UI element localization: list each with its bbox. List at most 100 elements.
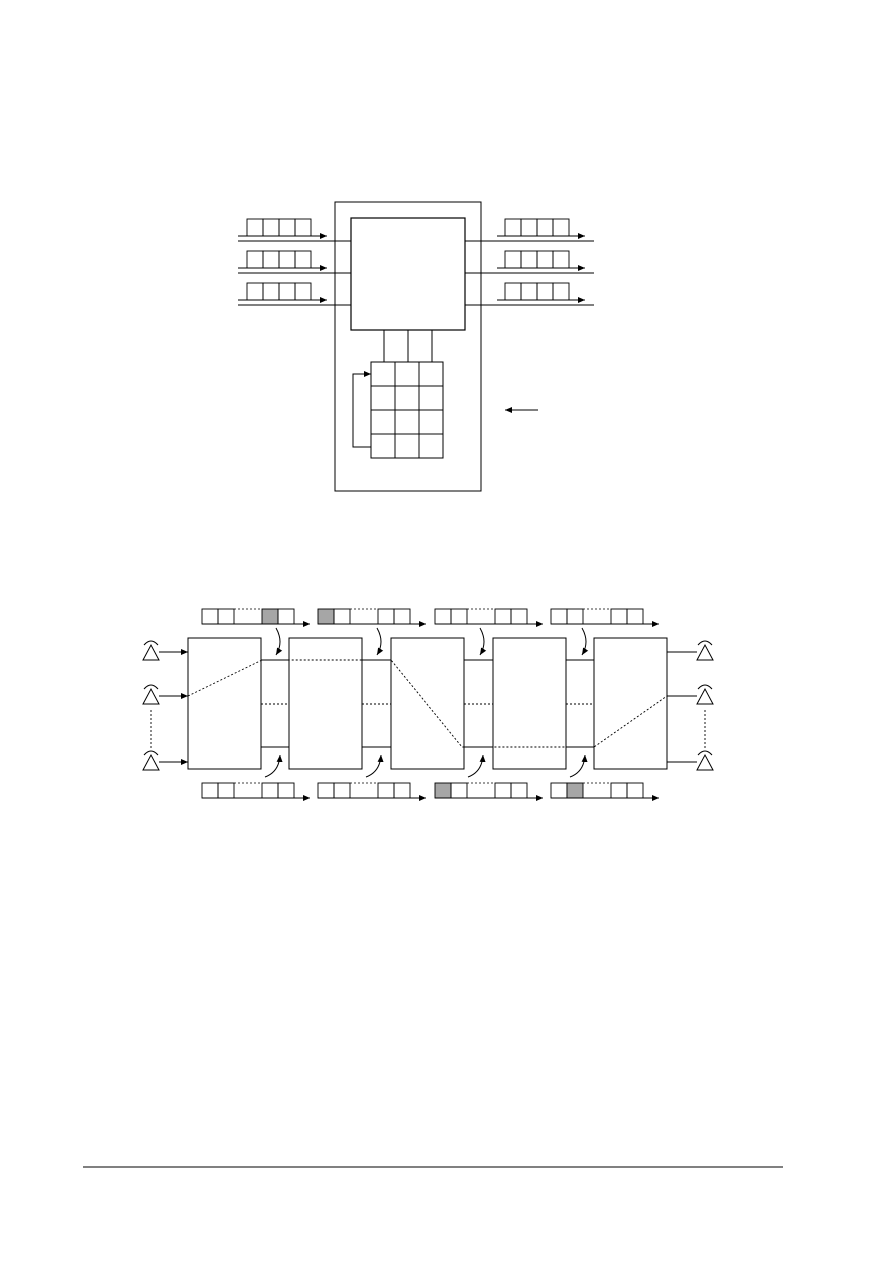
- queue-cell: [550, 782, 568, 799]
- queue-cell: [246, 282, 264, 301]
- top-queues: [201, 608, 659, 627]
- queue-cell: [536, 282, 554, 301]
- queue-cell: [393, 608, 411, 625]
- antenna-arc: [697, 750, 713, 756]
- curved-arrow-up: [467, 754, 486, 778]
- antenna-triangle: [696, 643, 714, 661]
- queue-cell: [393, 782, 411, 799]
- queue-cell: [317, 782, 335, 799]
- bottom-queues: [201, 782, 659, 801]
- curved-arrow-up: [569, 754, 588, 778]
- antenna-icon: [696, 684, 714, 705]
- antenna-arc: [697, 684, 713, 690]
- relay-node: [390, 637, 465, 770]
- figure-2-multihop-chain: [142, 608, 714, 801]
- queue-cell: [434, 782, 452, 799]
- table-feedback-loop: [352, 371, 371, 448]
- table-cell: [418, 433, 444, 459]
- table-cell: [394, 385, 420, 411]
- queue-cell: [261, 782, 279, 799]
- input-links: [238, 218, 351, 306]
- antenna-icon: [696, 750, 714, 771]
- queue-cell: [504, 250, 522, 269]
- output-queue: [504, 218, 570, 237]
- table-cell: [418, 409, 444, 435]
- queue-cell: [201, 608, 219, 625]
- queue-cell: [377, 782, 395, 799]
- curved-arrow-down: [376, 627, 384, 656]
- queue-cell: [450, 608, 468, 625]
- queue-cell: [294, 218, 312, 237]
- queue-cell: [504, 218, 522, 237]
- curved-arrow-down: [275, 627, 283, 656]
- queue-cell: [246, 250, 264, 269]
- table-cell: [394, 361, 420, 387]
- switch-enclosure: [334, 201, 482, 492]
- queue-cell: [262, 218, 280, 237]
- inter-node-links: [261, 659, 594, 748]
- queue-cell: [510, 608, 528, 625]
- input-queue: [246, 250, 312, 269]
- queue-cell: [277, 608, 295, 625]
- output-queue: [504, 282, 570, 301]
- queue-cell: [536, 250, 554, 269]
- hop-queue: [434, 608, 543, 627]
- switch-fabric: [350, 217, 466, 331]
- antenna-icon: [696, 640, 714, 661]
- relay-nodes: [187, 637, 668, 770]
- relay-node: [187, 637, 262, 770]
- hop-queue: [201, 608, 310, 627]
- hop-queue: [434, 782, 543, 801]
- output-queue: [504, 250, 570, 269]
- table-cell: [394, 409, 420, 435]
- queue-cell: [494, 782, 512, 799]
- queue-cell: [278, 218, 296, 237]
- queue-cell: [552, 282, 570, 301]
- hop-queue: [317, 782, 426, 801]
- queue-cell: [294, 250, 312, 269]
- queue-cell: [278, 282, 296, 301]
- table-cell: [370, 361, 396, 387]
- table-cell: [370, 409, 396, 435]
- queue-cell: [434, 608, 452, 625]
- queue-cell: [201, 782, 219, 799]
- queue-cell: [262, 282, 280, 301]
- queue-cell: [333, 782, 351, 799]
- output-links: [465, 218, 594, 306]
- queue-cell: [520, 250, 538, 269]
- hop-queue: [201, 782, 310, 801]
- routing-path: [187, 659, 668, 748]
- queue-cell: [566, 608, 584, 625]
- queue-cell: [610, 608, 628, 625]
- curved-arrow-down: [479, 627, 487, 656]
- antenna-arc: [697, 640, 713, 646]
- relay-node: [288, 637, 363, 770]
- table-cell: [370, 433, 396, 459]
- queue-cell: [510, 782, 528, 799]
- queue-cell: [626, 782, 644, 799]
- figure-1-switch: [238, 201, 594, 492]
- hop-queue: [317, 608, 426, 627]
- antenna-arc: [143, 750, 159, 756]
- relay-node: [492, 637, 567, 770]
- queue-cell: [626, 608, 644, 625]
- table-cell: [418, 361, 444, 387]
- antenna-arc: [143, 684, 159, 690]
- relay-node: [593, 637, 668, 770]
- antenna-triangle: [696, 687, 714, 705]
- queue-cell: [494, 608, 512, 625]
- table-cell: [394, 433, 420, 459]
- fabric-table-connectors: [383, 330, 433, 362]
- queue-cell: [246, 218, 264, 237]
- antenna-arc: [143, 640, 159, 646]
- queue-cell: [277, 782, 295, 799]
- table-cell: [418, 385, 444, 411]
- queue-cell: [550, 608, 568, 625]
- queue-cell: [552, 218, 570, 237]
- queue-cell: [450, 782, 468, 799]
- antenna-icon: [142, 684, 160, 705]
- queue-cell: [217, 608, 235, 625]
- queue-cell: [294, 282, 312, 301]
